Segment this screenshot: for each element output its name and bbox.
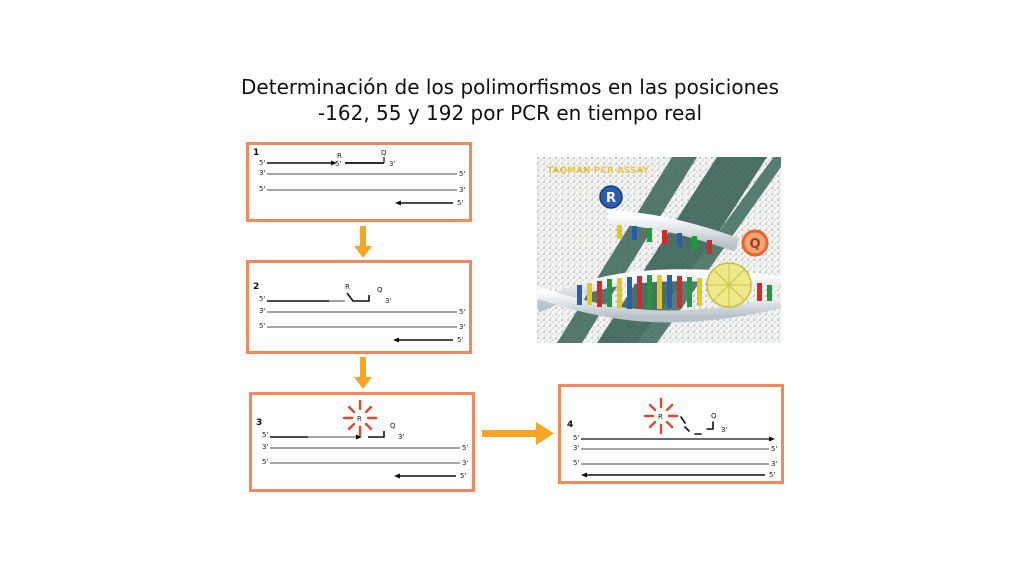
quencher-label: Q (377, 286, 383, 294)
polymerase-icon (706, 262, 752, 308)
probe-3prime-label: 3' (398, 433, 404, 441)
step-number: 4 (567, 420, 573, 430)
down-arrow-icon (354, 357, 372, 389)
step-number: 3 (256, 418, 262, 428)
label-3prime: 3' (771, 460, 777, 468)
label-3prime: 3' (573, 444, 579, 452)
step-1-panel: 1 5' R 5' Q 3' 3' 5' 5' 3' 5' (246, 142, 472, 222)
reporter-label: R (337, 152, 342, 160)
step-2-panel: 2 5' R Q 3' 3' 5' 5' 3' 5' (246, 260, 472, 354)
label-5prime: 5' (259, 185, 265, 193)
label-5prime: 5' (771, 445, 777, 453)
step-number: 1 (253, 148, 259, 158)
probe-3prime-label: 3' (389, 160, 395, 168)
step-3-panel: 3 R 5' Q 3' 3' 5' 5' 3' 5' (249, 392, 475, 492)
label-3prime: 3' (459, 186, 465, 194)
fluorescence-burst-icon (643, 397, 679, 435)
label-5prime: 5' (259, 322, 265, 330)
label-5prime: 5' (769, 471, 775, 479)
primer-arrowhead (331, 160, 337, 166)
label-5prime: 5' (462, 444, 468, 452)
label-3prime: 3' (262, 443, 268, 451)
quencher-badge-label: Q (749, 237, 760, 252)
reporter-badge-icon: R (599, 185, 623, 209)
step-4-panel: 4 R Q 3' 5' 3' 5' 5' 3' 5' (558, 384, 784, 484)
label-5prime: 5' (457, 336, 463, 344)
probe-3prime-label: 3' (721, 426, 727, 434)
label-5prime: 5' (259, 295, 265, 303)
step-4-diagram: 4 R Q 3' 5' 3' 5' 5' 3' 5' (567, 397, 777, 479)
label-5prime: 5' (457, 199, 463, 207)
reporter-label: R (658, 413, 663, 421)
title-line-1: Determinación de los polimorfismos en la… (241, 75, 779, 99)
label-3prime: 3' (462, 459, 468, 467)
page-title: Determinación de los polimorfismos en la… (160, 74, 860, 126)
reporter-label: R (357, 415, 362, 423)
probe-line (346, 292, 370, 302)
right-arrow-icon (482, 422, 554, 445)
label-5prime: 5' (573, 434, 579, 442)
step-number: 2 (253, 282, 259, 292)
label-3prime: 3' (459, 323, 465, 331)
illustration-caption: TAQMAN PCR ASSAY (547, 166, 650, 176)
probe-tube (608, 210, 740, 252)
label-3prime: 3' (259, 307, 265, 315)
polymerase-arrowhead (356, 434, 362, 440)
label-5prime: 5' (459, 170, 465, 178)
label-5prime: 5' (259, 159, 265, 167)
label-3prime: 3' (259, 169, 265, 177)
step-2-diagram: 2 5' R Q 3' 3' 5' 5' 3' 5' (253, 282, 465, 344)
label-5prime: 5' (262, 431, 268, 439)
probe-5prime-label: 5' (335, 160, 341, 168)
down-arrow-icon (354, 226, 372, 258)
taqman-illustration: TAQMAN PCR ASSAY R Q (537, 157, 781, 343)
quencher-label: Q (381, 149, 387, 157)
quencher-label: Q (711, 412, 717, 420)
title-line-2: -162, 55 y 192 por PCR en tiempo real (317, 101, 703, 125)
reverse-primer-arrowhead (393, 337, 399, 343)
quencher-label: Q (390, 422, 396, 430)
reporter-label: R (345, 283, 350, 291)
fluorescence-burst-icon (342, 399, 378, 437)
reporter-badge-label: R (606, 191, 616, 206)
new-strand-arrowhead (769, 436, 775, 442)
label-5prime: 5' (262, 458, 268, 466)
reverse-primer-arrowhead (395, 200, 401, 206)
step-1-diagram: 1 5' R 5' Q 3' 3' 5' 5' 3' 5' (253, 148, 465, 207)
reverse-primer-arrowhead (394, 473, 400, 479)
base-pairs (577, 275, 772, 309)
label-5prime: 5' (460, 472, 466, 480)
quencher-badge-icon: Q (741, 229, 769, 257)
cleaved-probe-fragments (680, 416, 714, 435)
dna-backbone-bottom (537, 286, 781, 323)
probe-line (368, 431, 385, 438)
label-5prime: 5' (459, 308, 465, 316)
probe-bases (617, 225, 712, 254)
step-3-diagram: 3 R 5' Q 3' 3' 5' 5' 3' 5' (256, 399, 468, 480)
label-5prime: 5' (573, 459, 579, 467)
reverse-strand-arrowhead (581, 472, 587, 478)
probe-3prime-label: 3' (385, 297, 391, 305)
